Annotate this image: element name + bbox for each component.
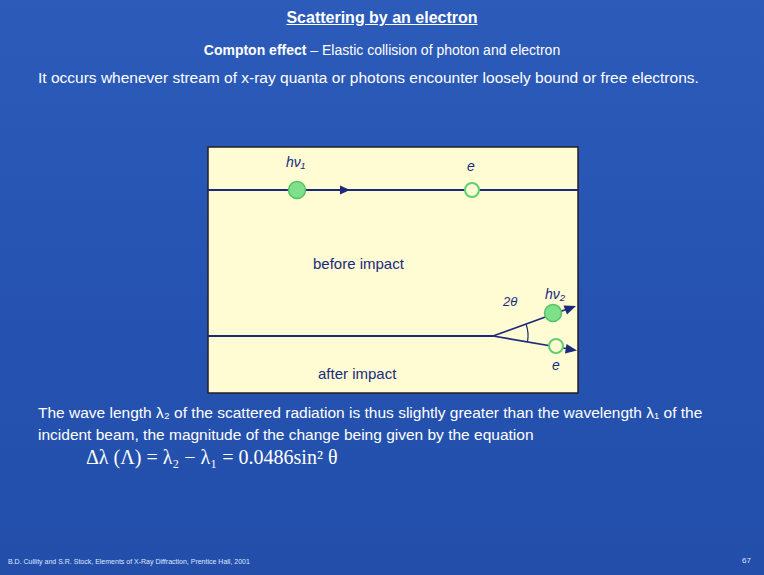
body-paragraph-block: The wave length λ₂ of the scattered radi… [38, 402, 738, 470]
photon-circle [545, 305, 562, 322]
beam-arrow [340, 186, 350, 195]
recoil-arrow [565, 344, 577, 354]
photon-label: hν₂ [545, 286, 565, 302]
equation: Δλ (Λ) = λ₂ − λ₁ = 0.0486sin² θ [86, 446, 337, 468]
body-paragraph: It occurs whenever stream of x-ray quant… [38, 68, 718, 87]
photon-circle [289, 182, 306, 199]
body-paragraph: The wave length λ₂ of the scattered radi… [38, 404, 702, 443]
beam-line [208, 189, 578, 191]
electron-circle [465, 183, 479, 197]
angle-label: 2θ [503, 294, 517, 309]
diagram-panel [208, 147, 578, 393]
subtitle-line: Compton effect – Elastic collision of ph… [0, 42, 764, 58]
angle-arc [526, 324, 528, 342]
slide-title: Scattering by an electron [0, 9, 764, 27]
diagram-panel-box: before impact after impact [208, 147, 578, 393]
page-number: 67 [742, 556, 751, 565]
source-citation: B.D. Cullity and S.R. Stock, Elements of… [8, 558, 250, 565]
impact-caption: after impact [318, 365, 396, 382]
electron-circle [549, 339, 563, 353]
subtitle-bold: Compton effect [204, 42, 307, 58]
subtitle-text: – Elastic collision of photon and electr… [310, 42, 560, 58]
impact-caption: before impact [313, 255, 404, 272]
photon-label: hν₁ [286, 154, 305, 170]
electron-label: e [552, 357, 560, 373]
beam-line [208, 335, 493, 337]
scatter-arrow [564, 306, 577, 315]
electron-label: e [467, 158, 475, 174]
